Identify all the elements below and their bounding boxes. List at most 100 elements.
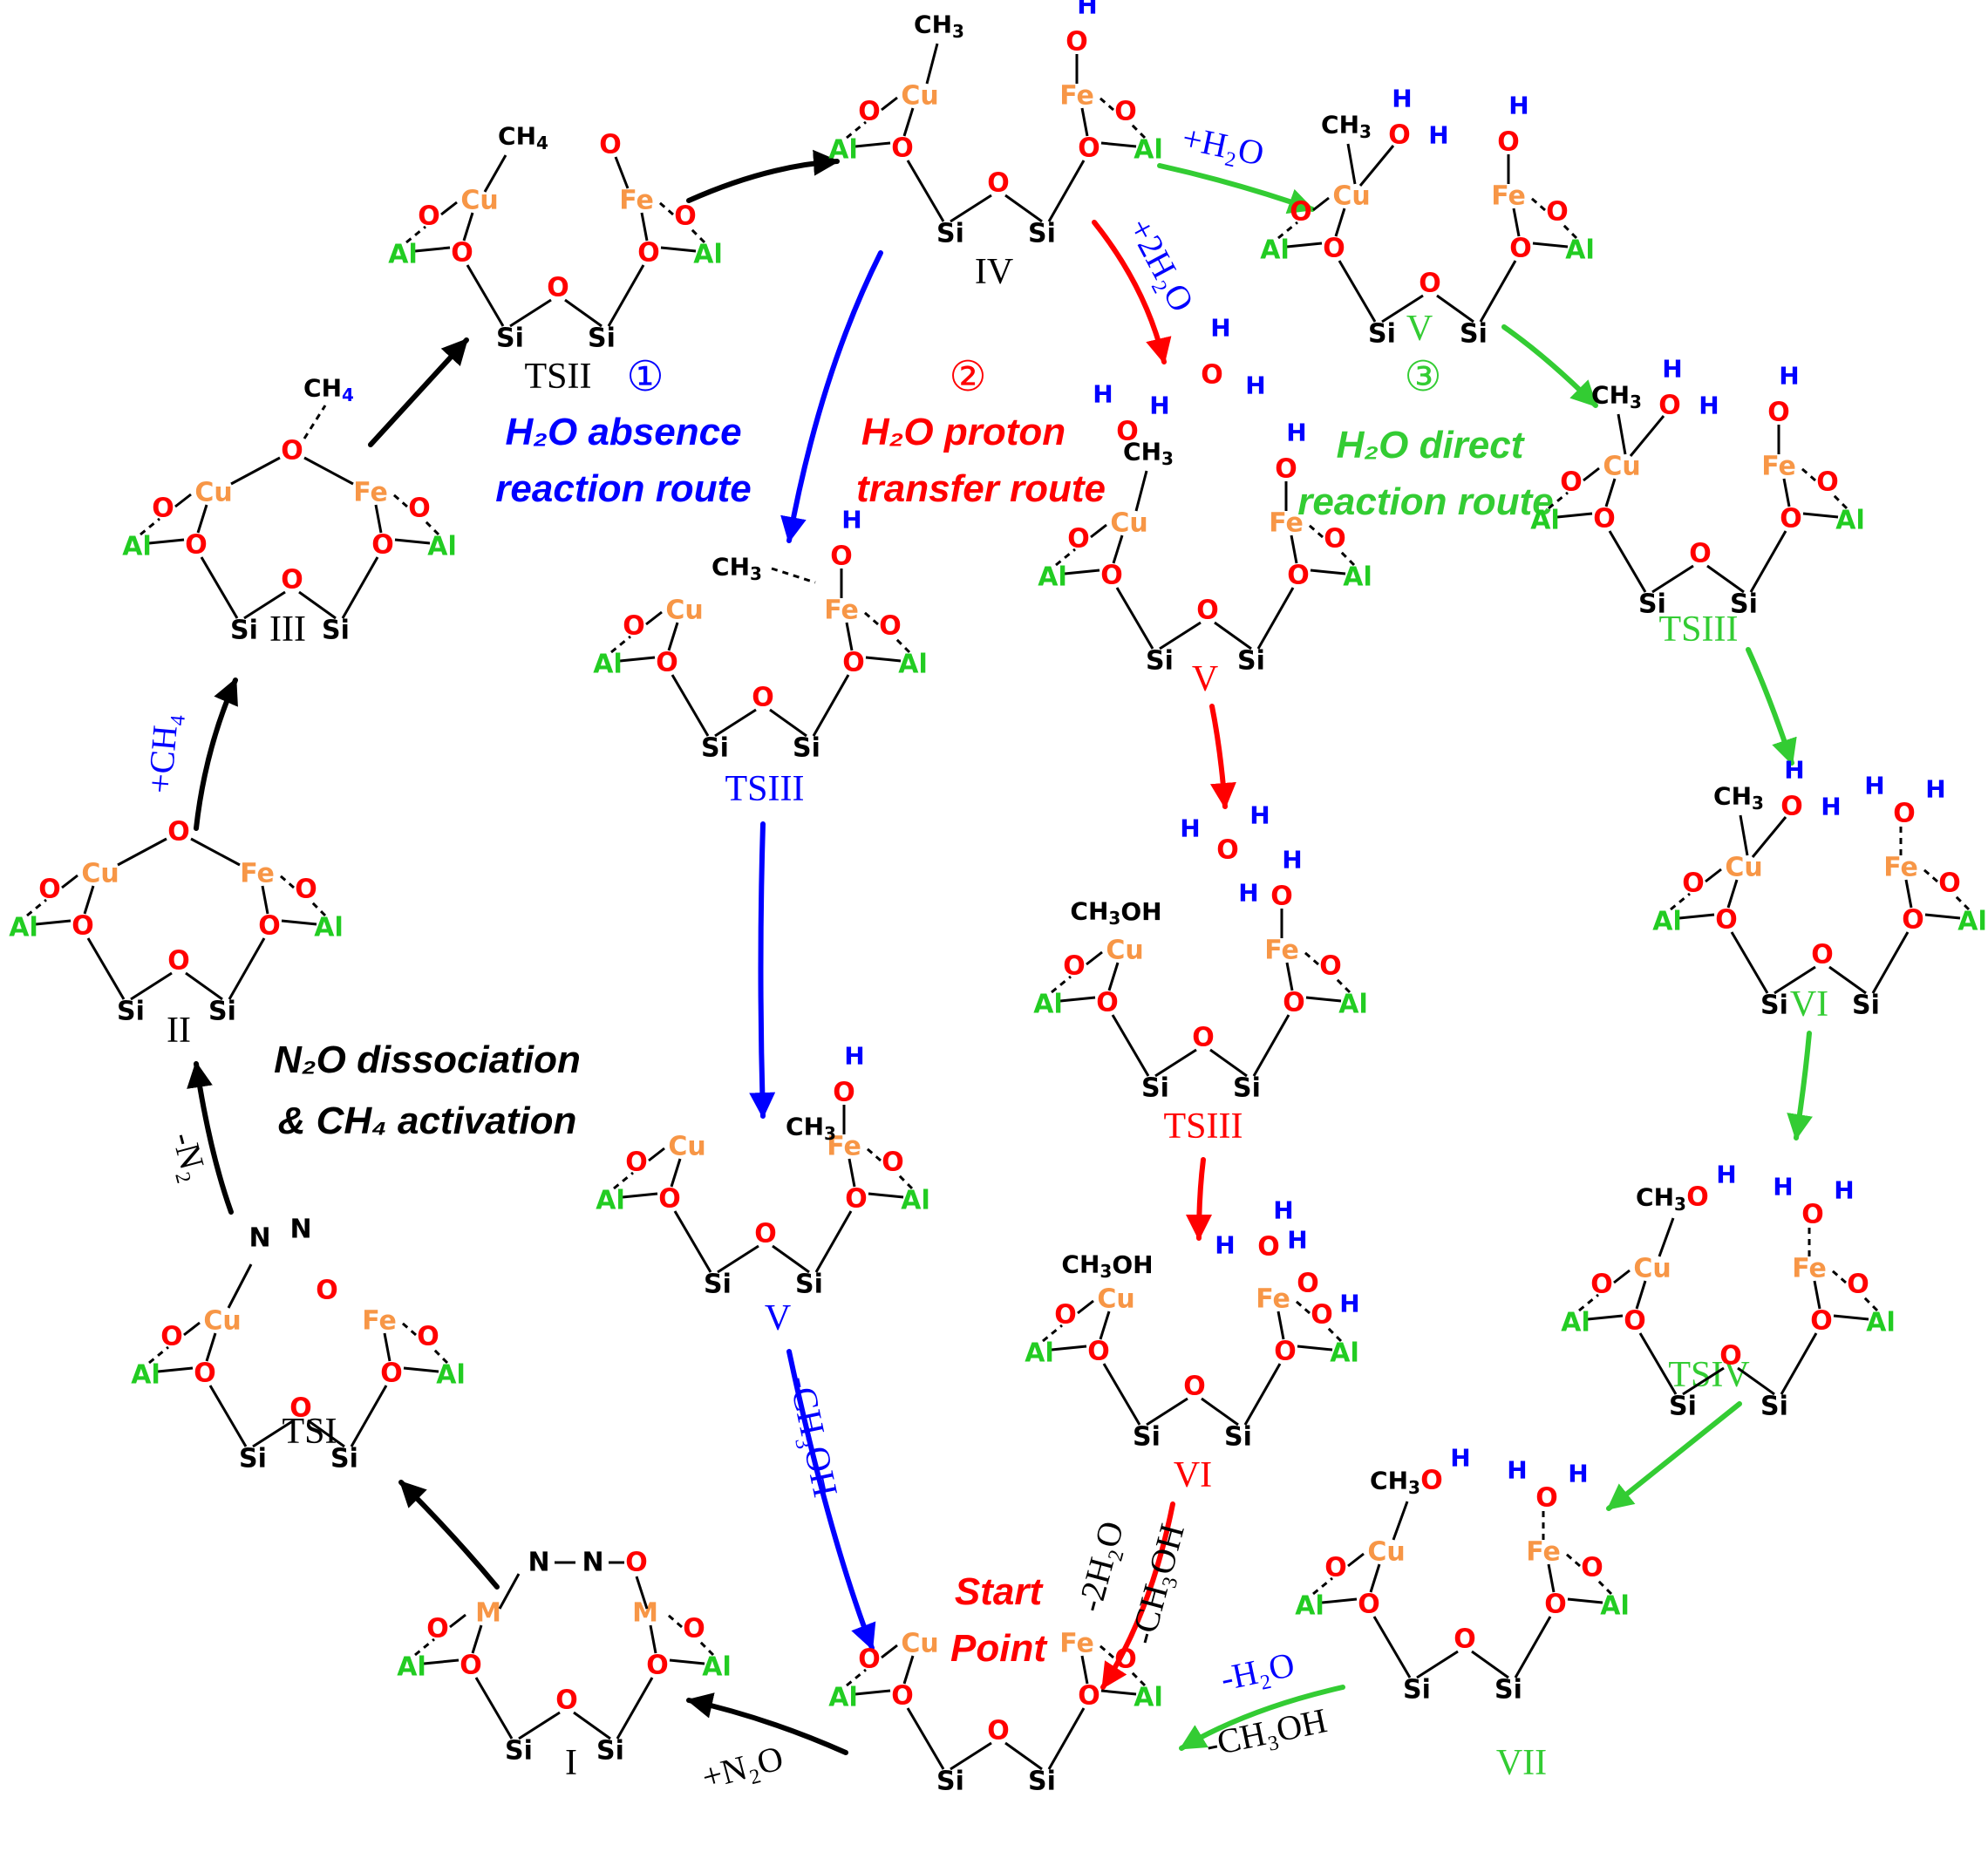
bond-line	[183, 1321, 201, 1337]
oxygen-atom: O	[1297, 1269, 1319, 1299]
nitrogen-atom: N	[248, 1223, 270, 1254]
bond-line	[1099, 1311, 1111, 1340]
hydrogen-atom: H	[1238, 879, 1258, 908]
bond-line	[1312, 196, 1330, 212]
bond-line	[881, 96, 898, 112]
bond-line	[717, 1244, 759, 1274]
oxygen-atom: O	[1509, 234, 1532, 264]
species-I: I	[565, 1743, 577, 1783]
iron-atom: Fe	[353, 478, 388, 508]
oxygen-atom: O	[281, 565, 303, 596]
bond-line	[1059, 996, 1096, 1003]
oxygen-atom: O	[1388, 120, 1411, 151]
copper-atom: Cu	[901, 1629, 938, 1659]
methanol-label: CH3OH	[1070, 897, 1161, 929]
bond-line	[1780, 1332, 1818, 1395]
bond-line	[1252, 1014, 1290, 1077]
oxygen-atom: O	[426, 1614, 449, 1644]
bond-line	[414, 246, 451, 253]
oxygen-atom: O	[295, 875, 317, 905]
bond-line	[498, 1573, 521, 1610]
oxygen-atom: O	[1319, 951, 1342, 982]
hydrogen-atom: H	[1716, 1161, 1736, 1189]
bond-line	[1730, 931, 1769, 994]
oxygen-atom: O	[625, 1548, 648, 1578]
bond-line	[906, 160, 945, 222]
bond-line	[1080, 107, 1089, 137]
species-II: II	[167, 1011, 191, 1051]
bond-line	[1587, 1314, 1624, 1321]
bond-line	[205, 1332, 217, 1362]
oxygen-atom: O	[38, 875, 61, 905]
route3-title-line2: reaction route	[1297, 480, 1553, 523]
bond-line	[669, 1658, 705, 1665]
oxygen-atom: O	[1257, 1232, 1280, 1263]
aluminium-atom: Al	[1134, 1683, 1163, 1713]
bond-line	[772, 1244, 810, 1274]
copper-atom: Cu	[1110, 508, 1147, 539]
hydrogen-atom: H	[1821, 793, 1841, 821]
aluminium-atom: Al	[828, 1683, 858, 1713]
oxygen-atom: O	[1689, 539, 1712, 569]
bond-line	[902, 107, 915, 137]
bond-line	[1604, 478, 1617, 507]
bond-line	[1127, 120, 1147, 140]
label-minus-ch3oh-route2: -CH₃OH	[1122, 1520, 1192, 1648]
bond-line	[1297, 1345, 1333, 1352]
oxygen-atom: O	[754, 1219, 777, 1249]
bond-line	[1951, 892, 1971, 911]
oxygen-atom: O	[845, 1184, 868, 1215]
bond-line	[614, 156, 630, 189]
iron-atom: Fe	[1761, 452, 1796, 482]
bond-line	[174, 493, 192, 508]
silicon-atom: Si	[1233, 1073, 1261, 1104]
aluminium-atom: Al	[596, 1186, 625, 1216]
bond-line	[640, 212, 649, 242]
bond-line	[430, 1345, 449, 1365]
bond-line	[401, 1321, 417, 1337]
oxygen-atom: O	[842, 648, 865, 678]
bond-line	[1682, 1366, 1725, 1396]
oxygen-atom: O	[1780, 504, 1802, 534]
copper-atom: Cu	[81, 859, 119, 889]
bond-line	[854, 141, 891, 148]
aluminium-atom: Al	[9, 913, 38, 943]
copper-atom: Cu	[1097, 1284, 1134, 1315]
aluminium-atom: Al	[828, 135, 858, 166]
hydrogen-atom: H	[1282, 846, 1302, 875]
oxygen-atom: O	[167, 946, 190, 977]
bond-line	[148, 538, 185, 545]
oxygen-atom: O	[1420, 1466, 1443, 1496]
bond-line	[610, 635, 631, 654]
bond-line	[1617, 413, 1627, 455]
species-IV: IV	[975, 252, 1013, 292]
oxygen-atom: O	[625, 1147, 648, 1178]
iron-atom: Fe	[1059, 1629, 1094, 1659]
silicon-atom: Si	[936, 1767, 964, 1797]
arrow-TSIII-to-VI-route2	[1186, 1157, 1213, 1241]
bond-line	[518, 1711, 561, 1740]
bond-line	[1332, 975, 1351, 994]
silicon-atom: Si	[588, 323, 616, 354]
oxygen-atom: O	[1581, 1553, 1603, 1583]
bond-line	[279, 874, 295, 889]
bond-line	[660, 246, 697, 253]
bond-line	[1829, 491, 1848, 510]
bond-line	[252, 1419, 295, 1448]
bond-line	[1416, 1650, 1459, 1679]
bond-line	[1099, 1644, 1114, 1659]
oxygen-atom: O	[1311, 1300, 1333, 1331]
label-minus-2h2o: -2H₂O	[1070, 1517, 1132, 1616]
aluminium-atom: Al	[436, 1360, 466, 1391]
oxygen-atom: O	[258, 911, 281, 942]
iron-atom: Fe	[1491, 181, 1526, 212]
bond-line	[1726, 879, 1739, 909]
iron-atom: Fe	[619, 186, 654, 216]
bond-line	[616, 1677, 654, 1740]
bond-line	[1565, 1552, 1581, 1568]
